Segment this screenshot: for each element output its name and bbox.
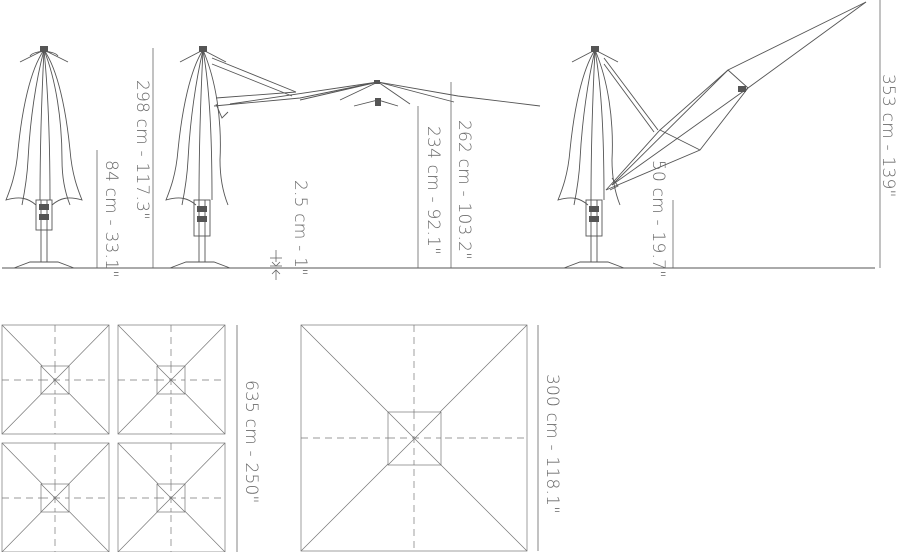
umbrella-open-cantilever: [165, 46, 541, 269]
umbrella-tilted: [557, 1, 867, 269]
label-max-height: 353 cm - 139": [878, 74, 898, 198]
plan-view-cluster: [1, 324, 226, 552]
label-cluster-width: 635 cm - 250": [241, 380, 261, 504]
label-open-height: 84 cm - 33.1": [101, 160, 121, 279]
label-closed-height: 298 cm - 117.3": [132, 80, 152, 221]
label-canopy-inner-height: 234 cm - 92.1": [423, 126, 443, 256]
label-base-clearance: 2.5 cm - 1": [290, 180, 310, 277]
label-canopy-outer-height: 262 cm - 103.2": [454, 120, 474, 261]
label-tilt-offset: 50 cm - 19.7": [648, 160, 668, 279]
label-canopy-width: 300 cm - 118.1": [542, 374, 562, 515]
plan-view-single: [300, 324, 528, 552]
umbrella-closed-front: [5, 46, 83, 269]
